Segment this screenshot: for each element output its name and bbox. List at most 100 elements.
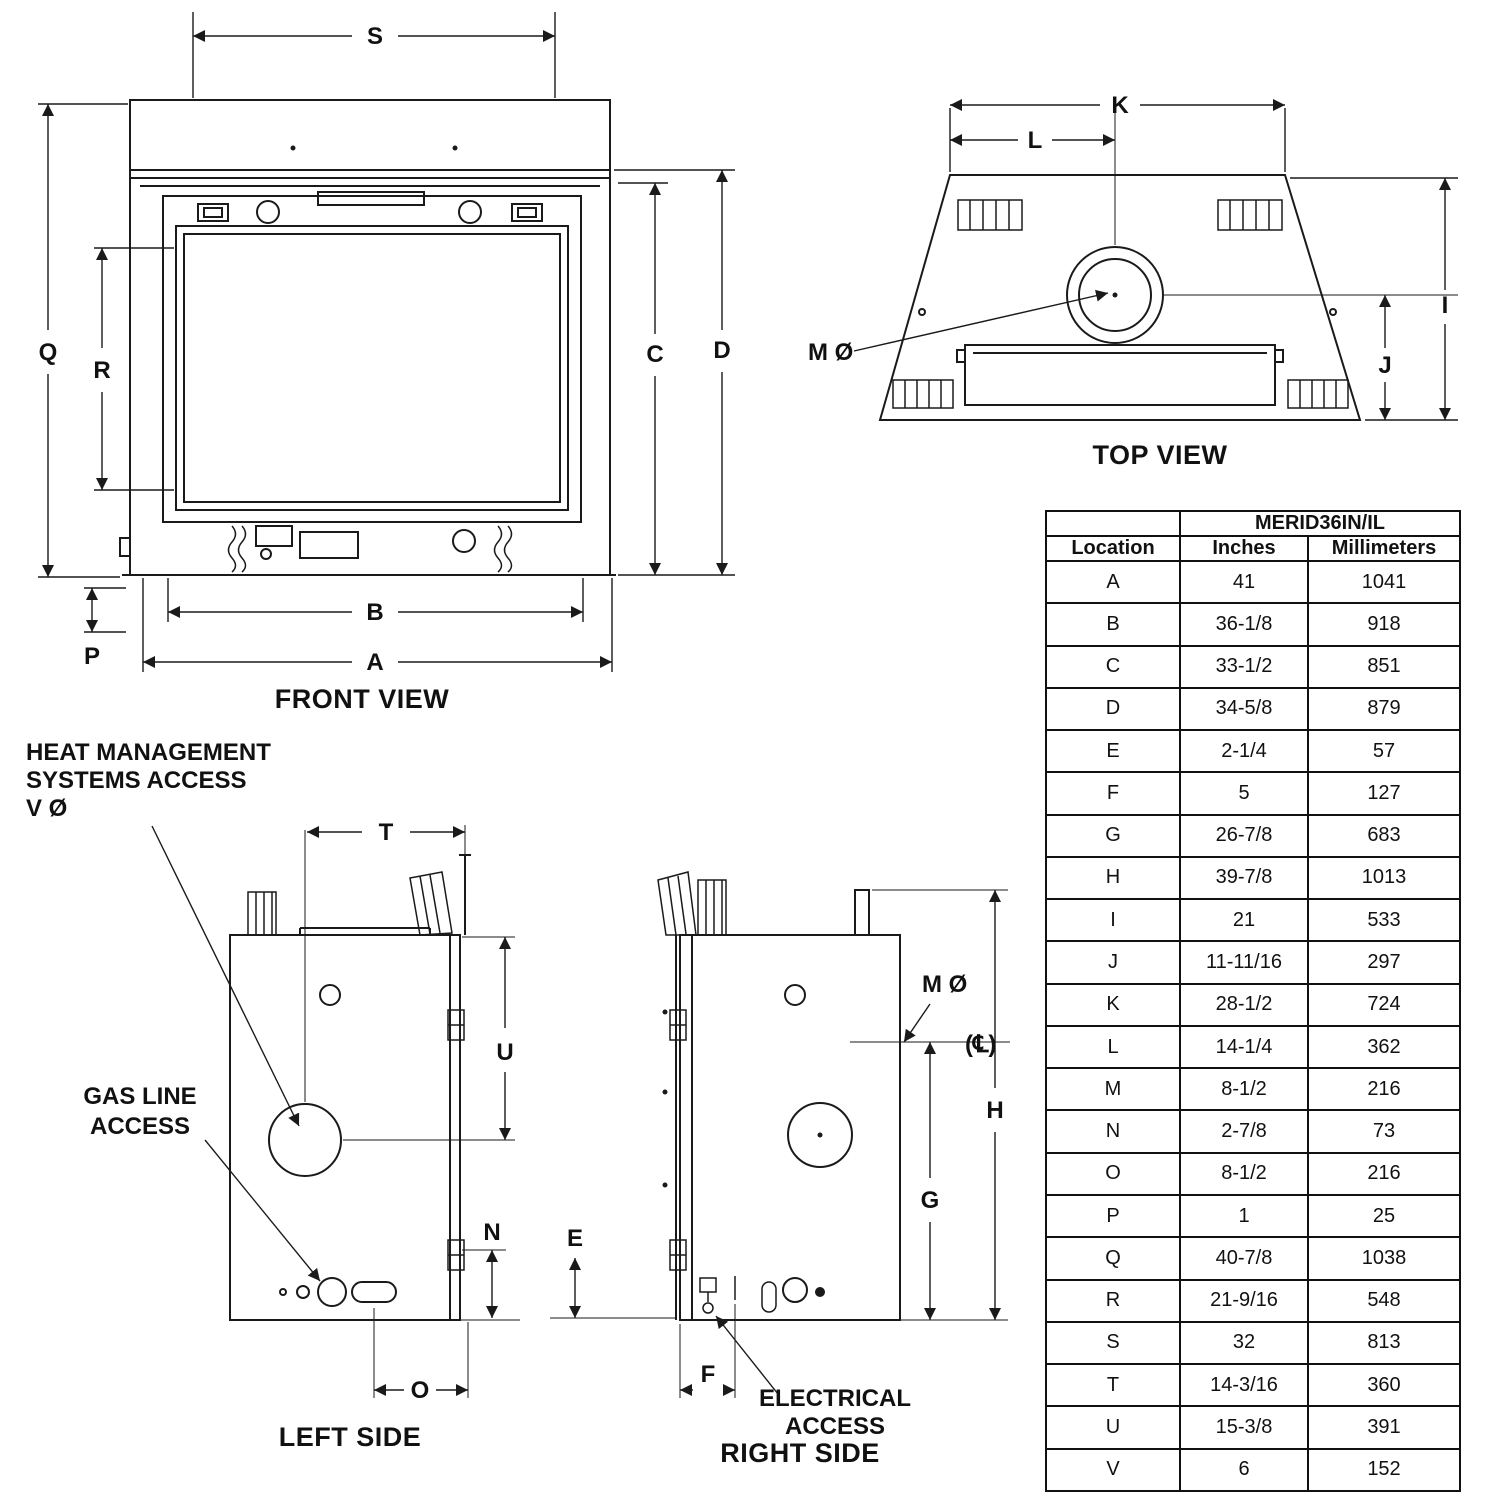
table-cell: 8-1/2 (1179, 1151, 1309, 1196)
right-side-body (550, 871, 1008, 1321)
dim-label-e: E (567, 1225, 583, 1252)
heat-management-label-line1: HEAT MANAGEMENT (26, 739, 271, 766)
table-cell: 41 (1179, 559, 1309, 605)
table-cell: 683 (1307, 813, 1461, 858)
dim-label-a: A (366, 649, 383, 676)
dim-label-m-side: M Ø (922, 971, 967, 998)
dim-label-n: N (483, 1219, 500, 1246)
dim-label-b: B (366, 599, 383, 626)
electrical-access-label-line2: ACCESS (785, 1413, 885, 1440)
dimension-table: MERID36IN/IL Location Inches Millimeters… (1045, 510, 1461, 1493)
table-cell: 1013 (1307, 855, 1461, 901)
dim-label-g: G (921, 1187, 940, 1214)
table-cell: A (1045, 559, 1181, 605)
dim-label-h: H (986, 1097, 1003, 1124)
left-side-dimensions (151, 825, 515, 1398)
table-cell: 1041 (1307, 559, 1461, 605)
table-cell: 28-1/2 (1179, 982, 1309, 1027)
dim-label-m-top: M Ø (808, 339, 853, 366)
table-cell: H (1045, 855, 1181, 901)
dim-label-f: F (701, 1361, 716, 1388)
heat-management-label-line2: SYSTEMS ACCESS (26, 767, 247, 794)
column-header-location: Location (1045, 535, 1181, 562)
right-side-title: RIGHT SIDE (720, 1438, 880, 1468)
table-model-header: MERID36IN/IL (1179, 510, 1461, 537)
gas-line-label-line1: GAS LINE (83, 1083, 196, 1110)
table-cell: C (1045, 644, 1181, 689)
table-cell: J (1045, 940, 1181, 985)
dim-label-k: K (1111, 92, 1129, 119)
table-cell: S (1045, 1320, 1181, 1366)
table-cell: 216 (1307, 1151, 1461, 1196)
dim-label-d: D (713, 337, 730, 364)
electrical-access-label-line1: ELECTRICAL (759, 1385, 911, 1412)
table-cell: T (1045, 1363, 1181, 1408)
dim-label-s: S (367, 23, 383, 50)
column-header-inches: Inches (1179, 535, 1309, 562)
left-side-title: LEFT SIDE (279, 1422, 422, 1452)
table-cell: U (1045, 1405, 1181, 1450)
table-cell: G (1045, 813, 1181, 858)
column-header-millimeters: Millimeters (1307, 535, 1461, 562)
table-cell: 36-1/8 (1179, 602, 1309, 647)
table-cell: 851 (1307, 644, 1461, 689)
table-cell: 216 (1307, 1067, 1461, 1112)
table-cell: 32 (1179, 1320, 1309, 1366)
dim-label-p: P (84, 643, 100, 670)
table-cell: 1038 (1307, 1236, 1461, 1281)
top-view-drawing: K L M Ø I J TOP VIEW (808, 92, 1458, 470)
front-view-dimensions (38, 12, 735, 672)
table-cell: K (1045, 982, 1181, 1027)
table-cell: 8-1/2 (1179, 1067, 1309, 1112)
table-cell: R (1045, 1278, 1181, 1323)
table-cell: I (1045, 898, 1181, 943)
table-cell: 14-1/4 (1179, 1024, 1309, 1070)
table-cell: 724 (1307, 982, 1461, 1027)
front-view-body (119, 99, 616, 576)
table-cell: 548 (1307, 1278, 1461, 1323)
table-cell: 6 (1179, 1447, 1309, 1493)
dim-label-v: V Ø (26, 795, 67, 822)
front-view-title: FRONT VIEW (275, 684, 450, 714)
table-cell: 33-1/2 (1179, 644, 1309, 689)
right-side-drawing: M Ø (℄) G H E F ELECTRICAL ACCESS RIGHT … (550, 871, 1010, 1468)
table-cell: 152 (1307, 1447, 1461, 1493)
table-cell: F (1045, 771, 1181, 816)
dim-label-u: U (496, 1039, 513, 1066)
dim-label-i: I (1442, 292, 1449, 319)
dim-label-t: T (379, 819, 394, 846)
table-cell: 26-7/8 (1179, 813, 1309, 858)
table-cell: 1 (1179, 1193, 1309, 1239)
right-side-dimensions (569, 889, 1010, 1398)
table-cell: 879 (1307, 686, 1461, 732)
table-cell: V (1045, 1447, 1181, 1493)
table-cell: 5 (1179, 771, 1309, 816)
table-cell: 813 (1307, 1320, 1461, 1366)
centerline-symbol: (℄) (965, 1031, 996, 1058)
table-cell: 533 (1307, 898, 1461, 943)
table-cell: O (1045, 1151, 1181, 1196)
table-cell: E (1045, 729, 1181, 774)
table-cell: 34-5/8 (1179, 686, 1309, 732)
dim-label-r: R (93, 357, 110, 384)
dim-label-q: Q (39, 339, 58, 366)
table-cell: 21-9/16 (1179, 1278, 1309, 1323)
table-cell: 362 (1307, 1024, 1461, 1070)
table-cell: L (1045, 1024, 1181, 1070)
